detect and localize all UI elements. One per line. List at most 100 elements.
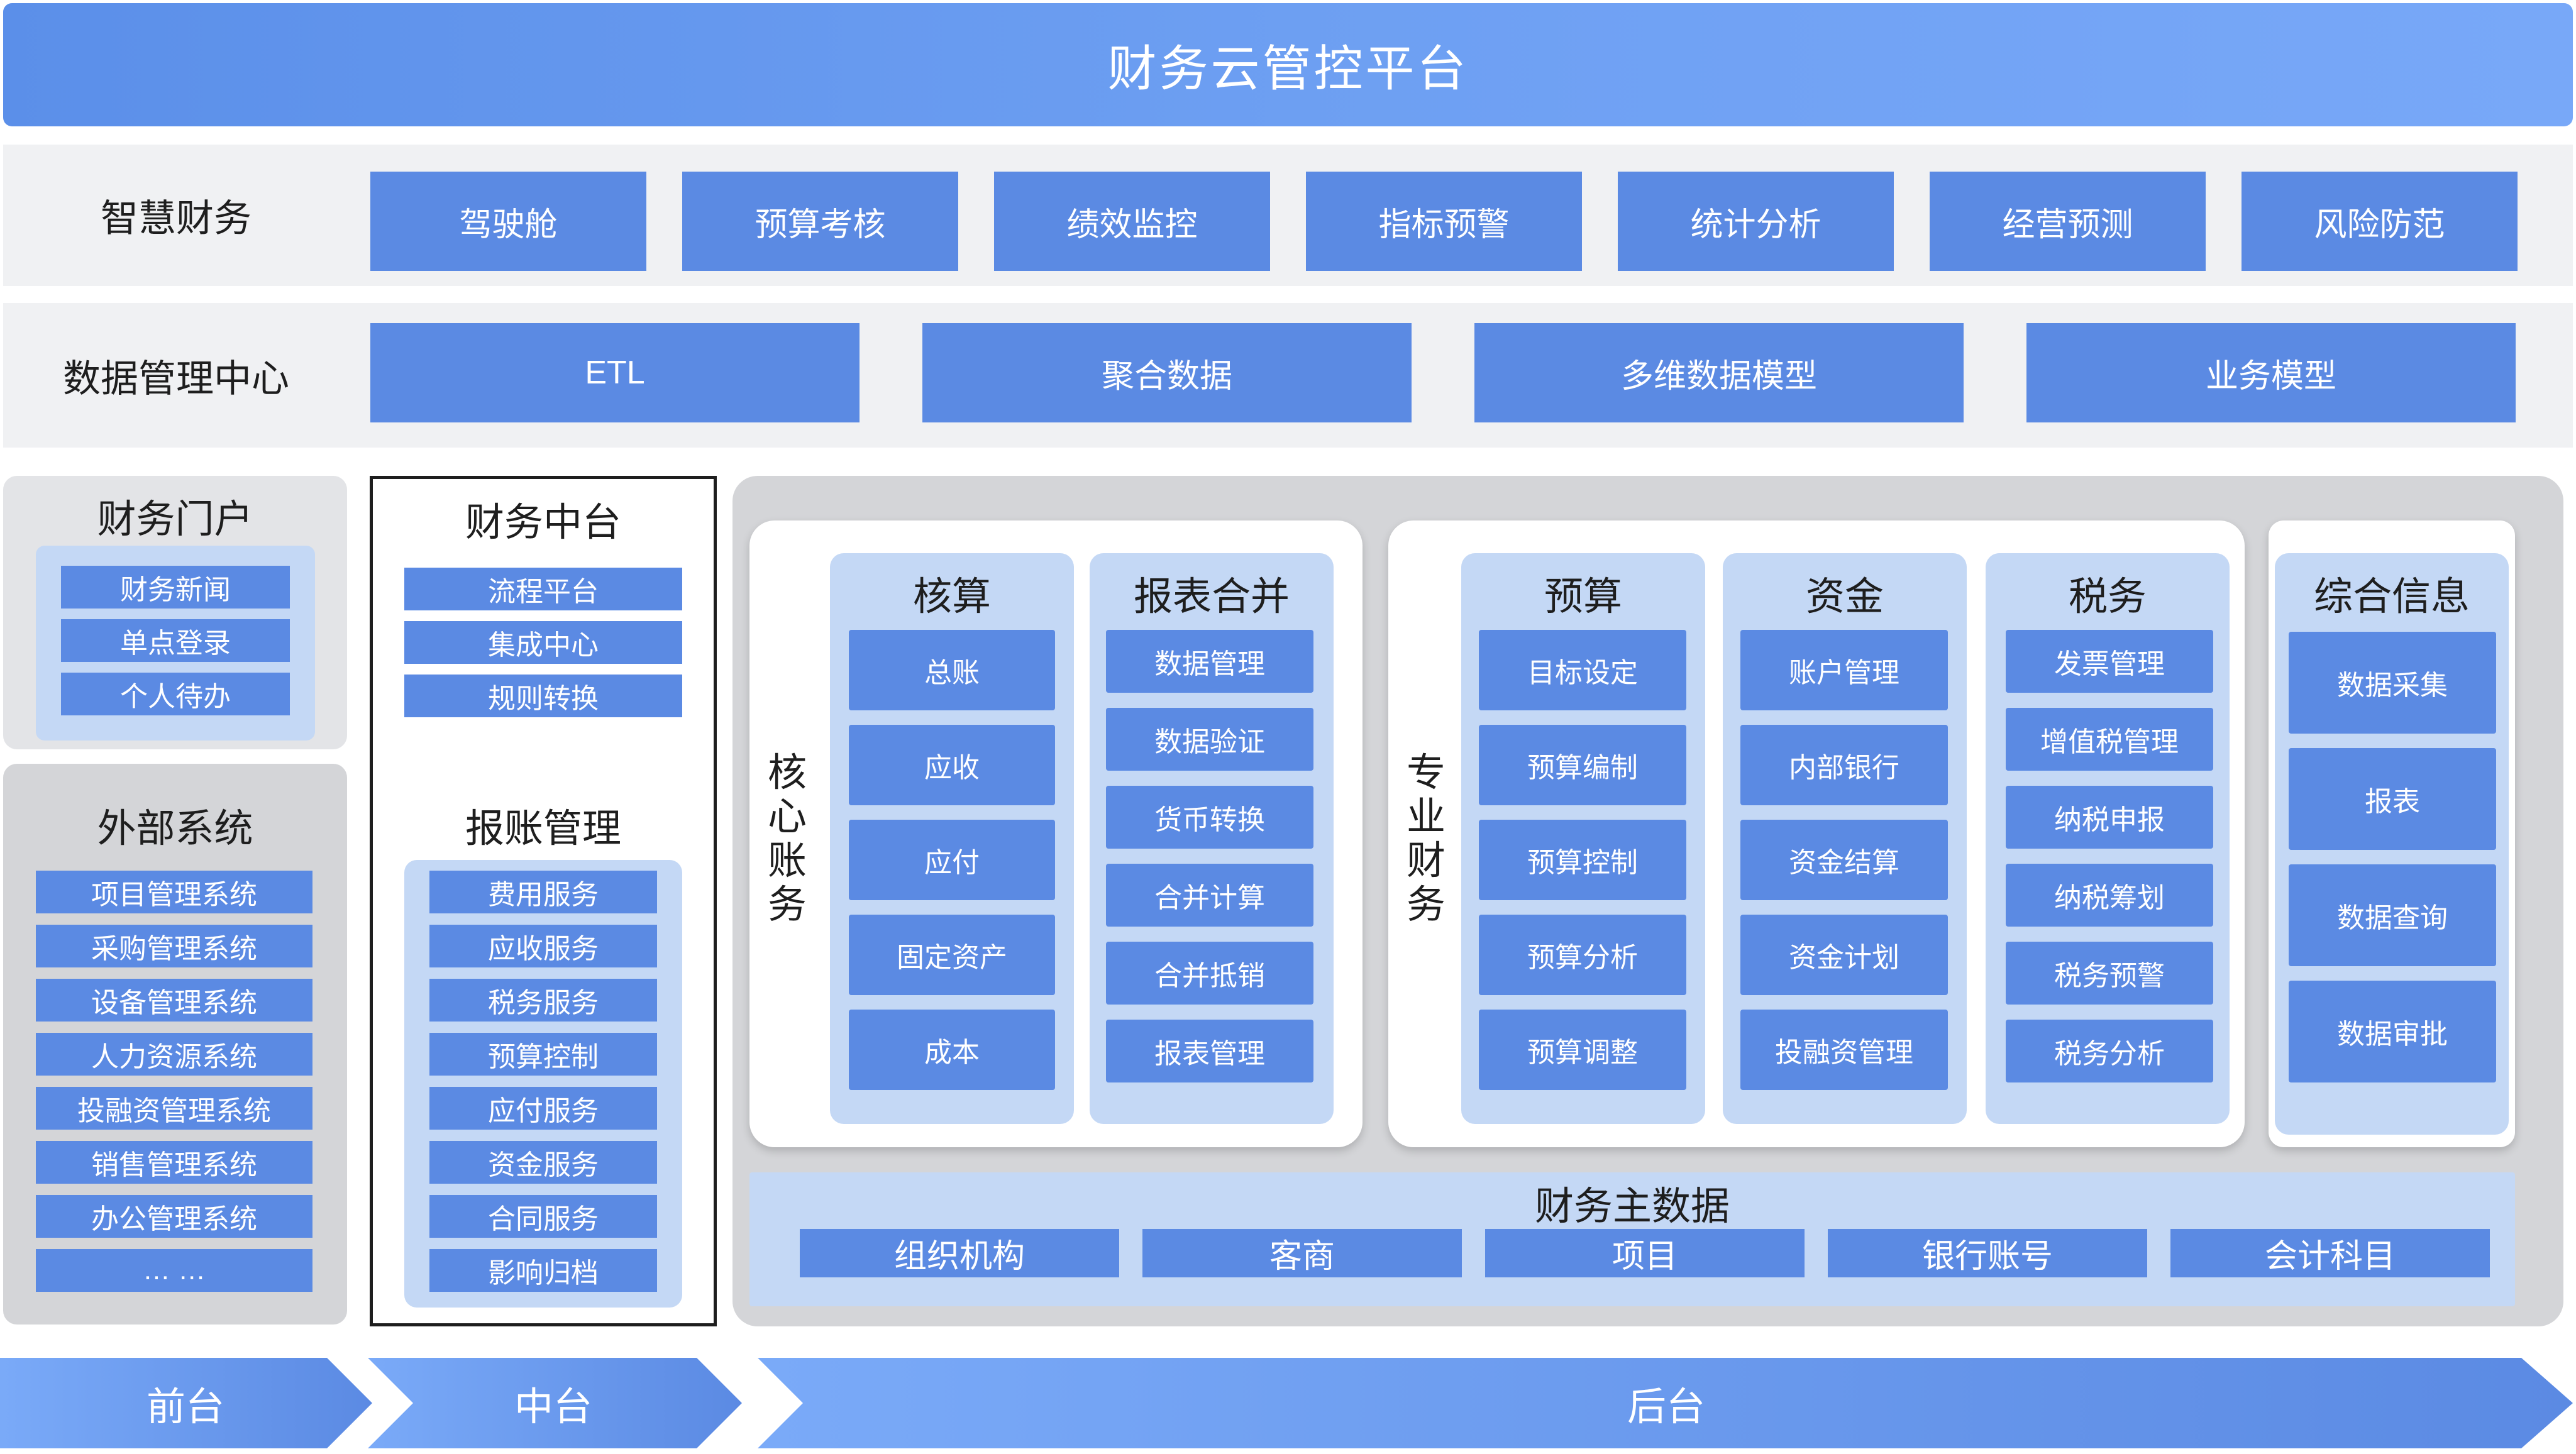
reimbursement-item[interactable]: 影响归档 xyxy=(429,1249,657,1292)
master-data-item[interactable]: 会计科目 xyxy=(2170,1229,2490,1277)
master-data-item[interactable]: 组织机构 xyxy=(800,1229,1119,1277)
finance-middle-item[interactable]: 规则转换 xyxy=(404,675,682,717)
core-accounting-label: 核 心 账 务 xyxy=(762,751,812,927)
integrated-info-item[interactable]: 数据审批 xyxy=(2289,981,2496,1082)
reimbursement-item[interactable]: 预算控制 xyxy=(429,1033,657,1076)
tax-title: 税务 xyxy=(2068,575,2147,619)
accounting-item[interactable]: 成本 xyxy=(849,1010,1055,1090)
funds-item[interactable]: 资金计划 xyxy=(1740,915,1948,995)
integrated-info-item[interactable]: 报表 xyxy=(2289,748,2496,850)
funds-item[interactable]: 投融资管理 xyxy=(1740,1010,1948,1090)
smart-finance-item[interactable]: 预算考核 xyxy=(682,172,958,271)
data-center-item[interactable]: 多维数据模型 xyxy=(1474,323,1964,422)
funds-item[interactable]: 内部银行 xyxy=(1740,725,1948,805)
external-system-item[interactable]: 设备管理系统 xyxy=(36,979,312,1022)
tax-item[interactable]: 税务预警 xyxy=(2006,942,2213,1005)
external-system-item[interactable]: 项目管理系统 xyxy=(36,871,312,913)
accounting-item[interactable]: 固定资产 xyxy=(849,915,1055,995)
finance-middle-item[interactable]: 流程平台 xyxy=(404,568,682,610)
external-system-item[interactable]: 销售管理系统 xyxy=(36,1141,312,1184)
tax-item[interactable]: 税务分析 xyxy=(2006,1020,2213,1082)
accounting-item[interactable]: 应付 xyxy=(849,820,1055,900)
accounting-title: 核算 xyxy=(912,575,991,619)
reimbursement-title: 报账管理 xyxy=(465,807,621,851)
smart-finance-item[interactable]: 指标预警 xyxy=(1306,172,1582,271)
integrated-info-title: 综合信息 xyxy=(2313,575,2470,619)
smart-finance-item[interactable]: 统计分析 xyxy=(1618,172,1894,271)
data-center-label: 数据管理中心 xyxy=(63,357,289,400)
external-system-item[interactable]: … … xyxy=(36,1249,312,1292)
core-accounting-char: 心 xyxy=(767,795,807,839)
reimbursement-item[interactable]: 税务服务 xyxy=(429,979,657,1022)
middle-tier-arrow xyxy=(368,1358,742,1448)
platform-title: 财务云管控平台 xyxy=(3,3,2573,126)
tax-item[interactable]: 纳税筹划 xyxy=(2006,864,2213,927)
data-center-item[interactable]: 聚合数据 xyxy=(922,323,1412,422)
consolidation-item[interactable]: 货币转换 xyxy=(1106,786,1313,849)
tier-arrows xyxy=(0,1358,2573,1448)
external-systems-title: 外部系统 xyxy=(97,807,253,851)
finance-portal-title: 财务门户 xyxy=(97,498,253,541)
tier-label-middle: 中台 xyxy=(514,1385,592,1429)
smart-finance-item[interactable]: 经营预测 xyxy=(1930,172,2206,271)
finance-middle-title: 财务中台 xyxy=(465,501,621,544)
budget-item[interactable]: 预算分析 xyxy=(1479,915,1686,995)
smart-finance-item[interactable]: 驾驶舱 xyxy=(370,172,646,271)
core-accounting-char: 务 xyxy=(767,883,807,927)
core-accounting-char: 账 xyxy=(767,839,807,883)
integrated-info-item[interactable]: 数据采集 xyxy=(2289,632,2496,734)
finance-portal-item[interactable]: 个人待办 xyxy=(61,673,290,715)
data-center-item[interactable]: ETL xyxy=(370,323,860,422)
back-tier-arrow xyxy=(758,1358,2573,1448)
finance-middle-item[interactable]: 集成中心 xyxy=(404,621,682,664)
professional-finance-label: 专 业 财 务 xyxy=(1401,751,1451,927)
budget-item[interactable]: 预算控制 xyxy=(1479,820,1686,900)
consolidation-title: 报表合并 xyxy=(1133,575,1290,619)
tax-item[interactable]: 纳税申报 xyxy=(2006,786,2213,849)
funds-item[interactable]: 账户管理 xyxy=(1740,630,1948,710)
finance-portal-item[interactable]: 财务新闻 xyxy=(61,566,290,609)
budget-item[interactable]: 目标设定 xyxy=(1479,630,1686,710)
consolidation-item[interactable]: 合并计算 xyxy=(1106,864,1313,927)
external-system-item[interactable]: 投融资管理系统 xyxy=(36,1087,312,1130)
consolidation-item[interactable]: 数据管理 xyxy=(1106,630,1313,693)
funds-title: 资金 xyxy=(1805,575,1884,619)
external-system-item[interactable]: 采购管理系统 xyxy=(36,925,312,967)
budget-item[interactable]: 预算编制 xyxy=(1479,725,1686,805)
external-system-item[interactable]: 人力资源系统 xyxy=(36,1033,312,1076)
consolidation-item[interactable]: 合并抵销 xyxy=(1106,942,1313,1005)
core-accounting-char: 核 xyxy=(767,751,807,795)
tax-item[interactable]: 发票管理 xyxy=(2006,630,2213,693)
tier-label-back: 后台 xyxy=(1627,1385,1705,1429)
accounting-item[interactable]: 应收 xyxy=(849,725,1055,805)
consolidation-item[interactable]: 数据验证 xyxy=(1106,708,1313,771)
accounting-item[interactable]: 总账 xyxy=(849,630,1055,710)
reimbursement-item[interactable]: 费用服务 xyxy=(429,871,657,913)
tax-item[interactable]: 增值税管理 xyxy=(2006,708,2213,771)
reimbursement-item[interactable]: 应付服务 xyxy=(429,1087,657,1130)
professional-finance-char: 财 xyxy=(1406,839,1446,883)
professional-finance-char: 业 xyxy=(1406,795,1446,839)
funds-item[interactable]: 资金结算 xyxy=(1740,820,1948,900)
master-data-item[interactable]: 银行账号 xyxy=(1828,1229,2147,1277)
professional-finance-char: 务 xyxy=(1406,883,1446,927)
consolidation-item[interactable]: 报表管理 xyxy=(1106,1020,1313,1082)
reimbursement-item[interactable]: 应收服务 xyxy=(429,925,657,967)
tier-label-front: 前台 xyxy=(146,1385,224,1429)
master-data-title: 财务主数据 xyxy=(1534,1185,1730,1228)
budget-title: 预算 xyxy=(1544,575,1622,619)
integrated-info-item[interactable]: 数据查询 xyxy=(2289,864,2496,966)
reimbursement-item[interactable]: 资金服务 xyxy=(429,1141,657,1184)
master-data-item[interactable]: 项目 xyxy=(1485,1229,1805,1277)
front-tier-arrow xyxy=(0,1358,372,1448)
budget-item[interactable]: 预算调整 xyxy=(1479,1010,1686,1090)
master-data-item[interactable]: 客商 xyxy=(1142,1229,1462,1277)
smart-finance-item[interactable]: 绩效监控 xyxy=(994,172,1270,271)
reimbursement-item[interactable]: 合同服务 xyxy=(429,1195,657,1238)
smart-finance-item[interactable]: 风险防范 xyxy=(2242,172,2518,271)
smart-finance-label: 智慧财务 xyxy=(101,197,252,240)
professional-finance-char: 专 xyxy=(1406,751,1446,795)
finance-portal-item[interactable]: 单点登录 xyxy=(61,619,290,662)
data-center-item[interactable]: 业务模型 xyxy=(2026,323,2516,422)
external-system-item[interactable]: 办公管理系统 xyxy=(36,1195,312,1238)
